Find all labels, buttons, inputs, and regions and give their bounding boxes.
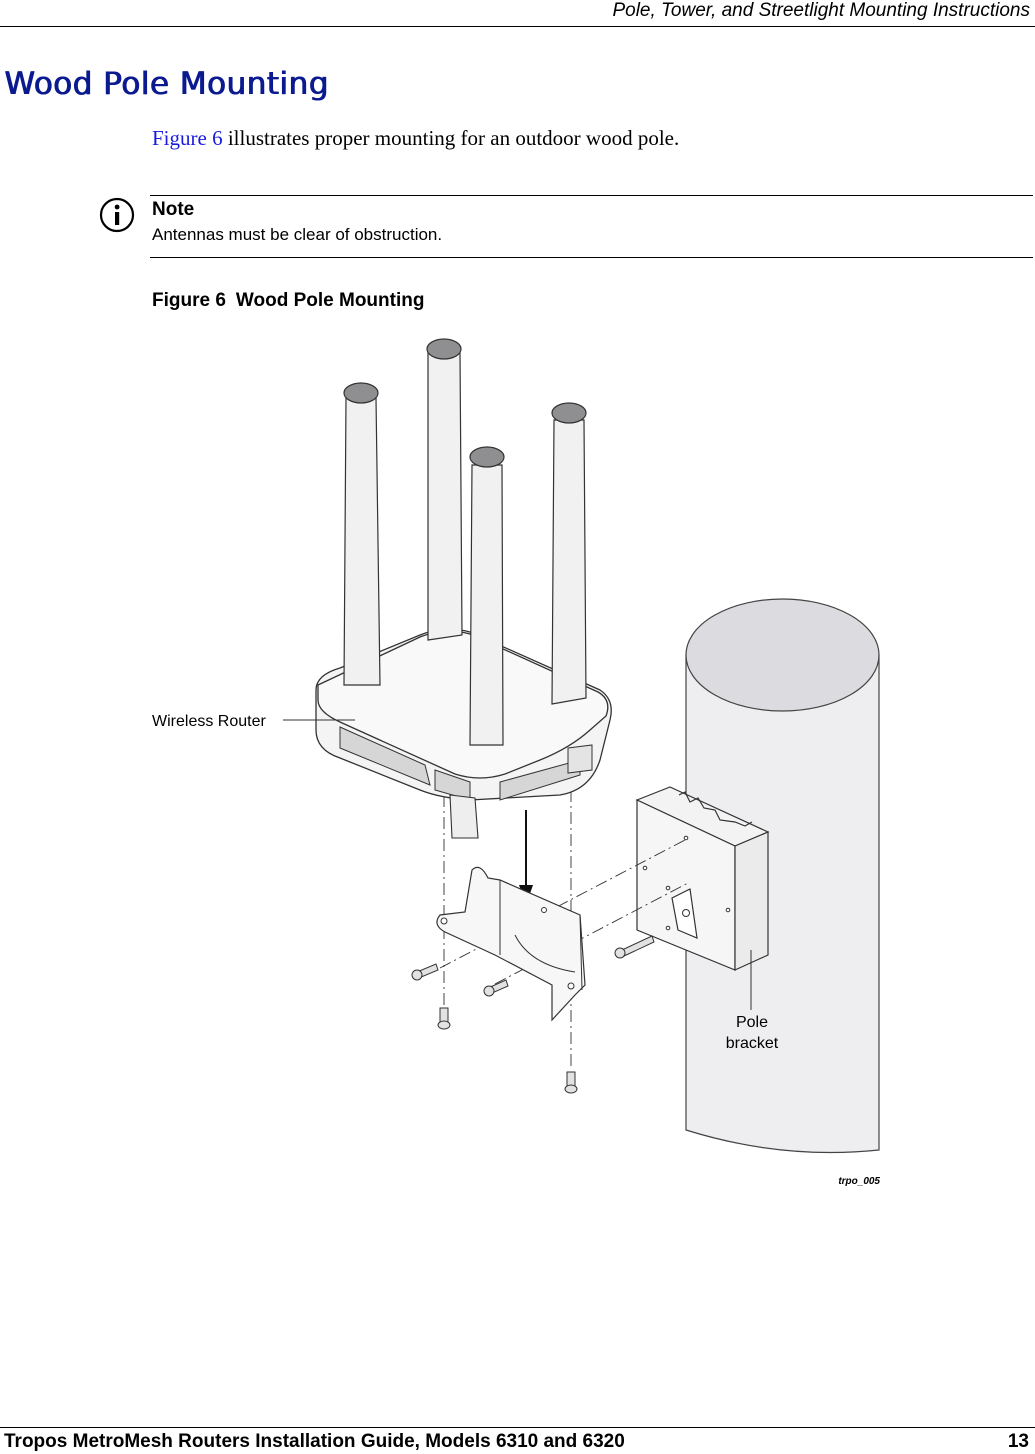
note-bottom-divider — [150, 257, 1033, 258]
body-paragraph-text: illustrates proper mounting for an outdo… — [222, 126, 680, 150]
bracket-callout-label-line2: bracket — [726, 1035, 779, 1052]
mounting-screws — [411, 935, 655, 1094]
figure-caption-title: Wood Pole Mounting — [235, 290, 425, 311]
pole-bracket — [635, 786, 770, 1010]
page-number: 13 — [1007, 1431, 1029, 1452]
antennas — [343, 338, 587, 746]
footer-divider — [0, 1427, 1035, 1428]
wood-pole — [685, 598, 880, 1154]
figure-caption-number: Figure 6 — [152, 290, 226, 311]
body-paragraph: Figure 6 illustrates proper mounting for… — [152, 126, 679, 151]
figure-cross-reference-link[interactable]: Figure 6 — [152, 126, 223, 150]
wireless-router — [315, 628, 612, 839]
wood-pole-mounting-illustration: Wireless Router Pole bracket trpo_005 — [152, 338, 880, 1187]
running-header-title: Pole, Tower, and Streetlight Mounting In… — [612, 0, 1030, 21]
info-icon — [99, 197, 135, 233]
note-text: Antennas must be clear of obstruction. — [152, 225, 443, 244]
section-title: Wood Pole Mounting — [4, 66, 329, 102]
header-divider — [0, 26, 1035, 27]
note-label: Note — [152, 199, 195, 220]
figure-caption: Figure 6 Wood Pole Mounting — [152, 290, 424, 312]
router-mounting-bracket — [436, 866, 586, 1022]
note-top-divider — [150, 195, 1033, 196]
figure-id: trpo_005 — [838, 1176, 880, 1187]
bracket-callout-label-line1: Pole — [736, 1014, 768, 1031]
router-callout-label: Wireless Router — [152, 713, 266, 730]
footer-title: Tropos MetroMesh Routers Installation Gu… — [4, 1431, 625, 1452]
